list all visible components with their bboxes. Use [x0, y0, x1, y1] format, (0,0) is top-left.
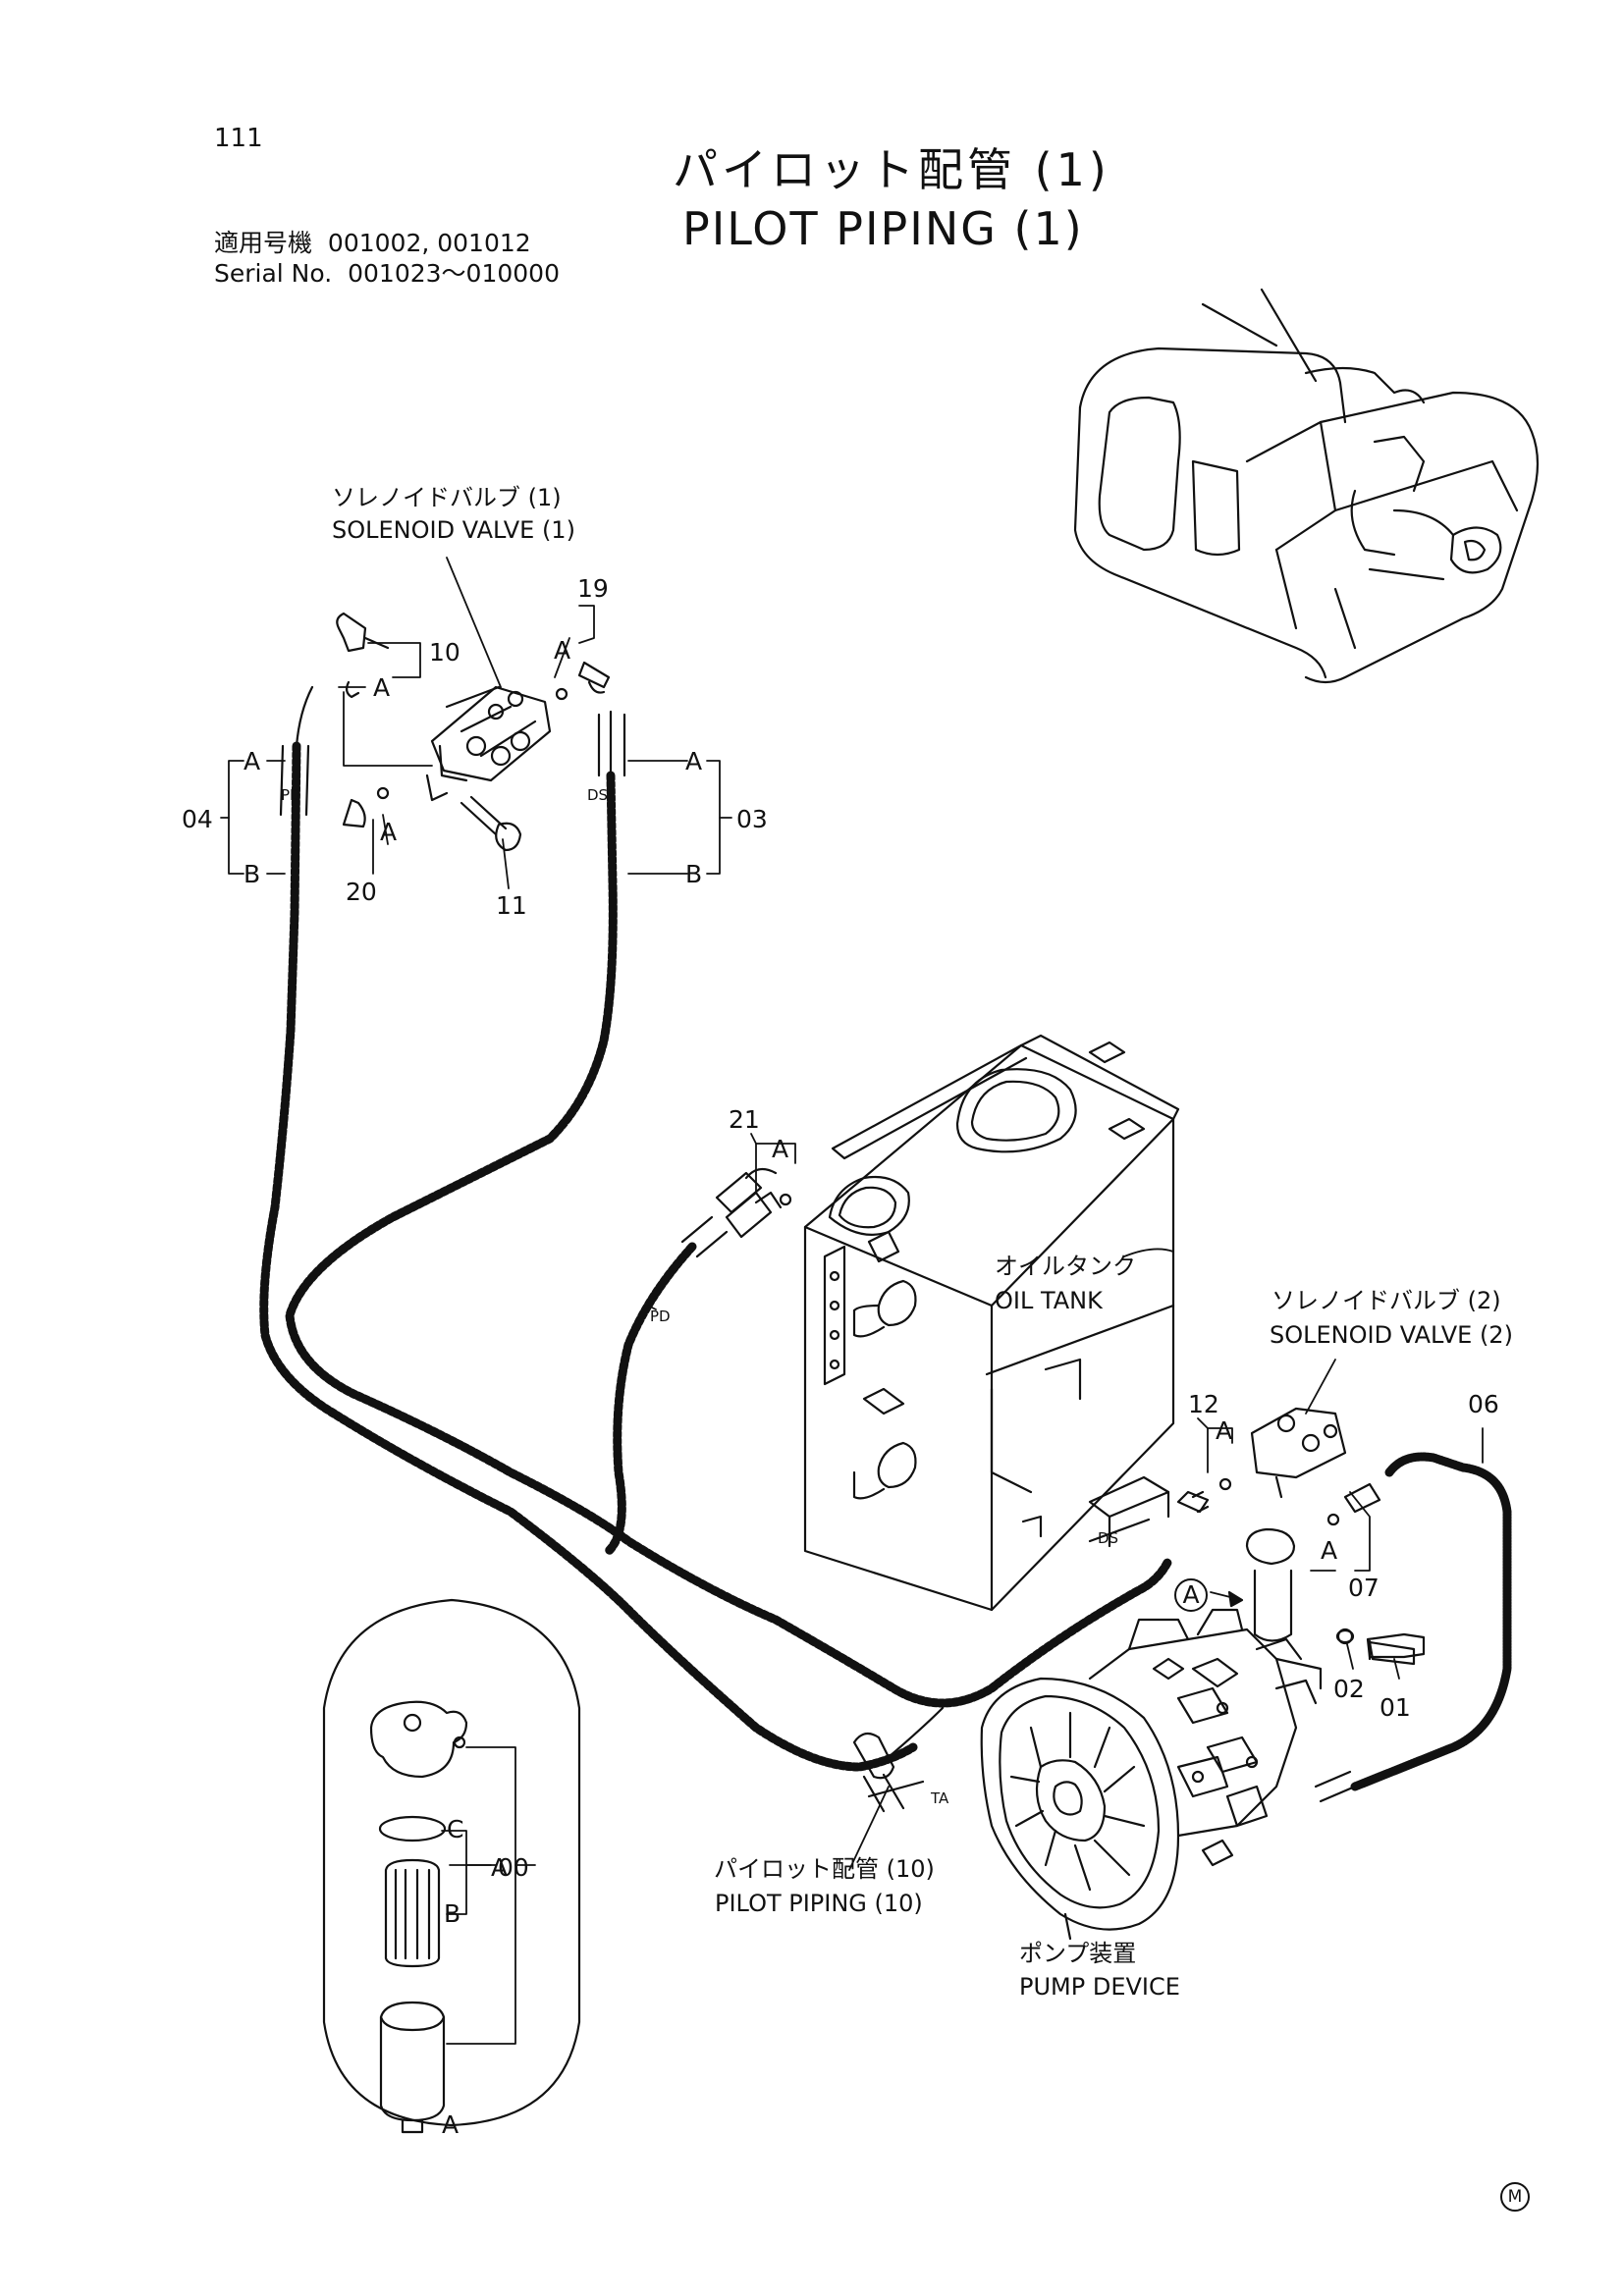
callout-a-hose-04: A	[243, 747, 261, 775]
callout-a-part-12: A	[1216, 1416, 1233, 1445]
port-label-pd-left: PD	[281, 786, 301, 804]
oil-tank-label-jp: オイルタンク	[995, 1253, 1136, 1280]
filter-detail-oval	[322, 1598, 581, 2134]
fitting-21-drawing	[725, 1191, 792, 1239]
callout-b-detail: B	[444, 1899, 461, 1928]
solenoid-valve-2-drawing	[1088, 1407, 1426, 1661]
part-number-10: 10	[429, 638, 460, 667]
solenoid-valve-1-label-jp: ソレノイドバルブ (1)	[332, 484, 562, 511]
callout-a-hose-03: A	[685, 747, 703, 775]
leader-lines	[220, 557, 1484, 2045]
excavator-overview-drawing	[1073, 288, 1540, 684]
solenoid-valve-2-label-jp: ソレノイドバルブ (2)	[1271, 1287, 1501, 1314]
page-number: 111	[214, 124, 263, 153]
callout-b-hose-04: B	[243, 860, 261, 888]
serial-range: 001023～010000	[348, 259, 560, 289]
part-number-12: 12	[1188, 1390, 1219, 1418]
bolt-01-washer-02-drawing	[1335, 1629, 1416, 1666]
applicability-label: 適用号機	[214, 229, 313, 257]
applicability-block: 適用号機 001002, 001012 Serial No. 001023～01…	[214, 228, 560, 290]
serial-label: Serial No.	[214, 259, 333, 289]
port-label-ta: TA	[931, 1789, 949, 1807]
part-number-19: 19	[577, 574, 609, 603]
solenoid-valve-1-drawing	[336, 612, 611, 852]
oil-tank-label-en: OIL TANK	[995, 1287, 1103, 1314]
callout-a-detail-bottom: A	[442, 2110, 460, 2139]
port-label-pd-tank: PD	[650, 1308, 671, 1325]
part-number-11: 11	[496, 891, 527, 920]
footer-m-mark: M	[1500, 2182, 1530, 2212]
page-title-japanese: パイロット配管 (1)	[673, 143, 1110, 196]
solenoid-valve-2-label-en: SOLENOID VALVE (2)	[1270, 1321, 1513, 1349]
hose-pd-tank	[604, 1167, 778, 1556]
part-number-21: 21	[729, 1105, 760, 1134]
callout-b-hose-03: B	[685, 860, 703, 888]
callout-a-part-19: A	[554, 636, 571, 665]
part-number-20: 20	[346, 878, 377, 906]
part-number-04: 04	[182, 805, 213, 833]
oil-tank-drawing	[803, 1034, 1180, 1612]
part-number-00: 00	[498, 1853, 529, 1882]
part-number-06: 06	[1468, 1390, 1499, 1418]
pilot-piping-10-label-en: PILOT PIPING (10)	[715, 1890, 923, 1917]
hose-04	[259, 685, 918, 1772]
callout-c-detail: C	[447, 1815, 464, 1843]
callout-a-detail: A	[491, 1853, 509, 1882]
part-number-02: 02	[1333, 1675, 1365, 1703]
pump-device-drawing	[980, 1608, 1323, 1941]
port-label-ds-right: DS	[587, 786, 609, 804]
port-label-ds-tank: DS	[1098, 1529, 1119, 1547]
pilot-piping-10-label-jp: パイロット配管 (10)	[714, 1855, 935, 1883]
pump-device-label-en: PUMP DEVICE	[1019, 1973, 1180, 2001]
callout-a-part-20: A	[380, 818, 398, 846]
pipe-06	[1314, 1452, 1512, 1803]
part-number-03: 03	[736, 805, 768, 833]
page-title-english: PILOT PIPING (1)	[682, 202, 1084, 255]
part-number-01: 01	[1380, 1693, 1411, 1722]
solenoid-valve-1-label-en: SOLENOID VALVE (1)	[332, 516, 575, 544]
callout-a-filter-pointer: A	[1174, 1578, 1208, 1612]
callout-a-part-21: A	[772, 1135, 789, 1163]
pump-device-label-jp: ポンプ装置	[1019, 1940, 1137, 1967]
callout-a-part-07: A	[1321, 1536, 1338, 1565]
part-number-07: 07	[1348, 1574, 1380, 1602]
clamp-ta-drawing	[852, 1706, 945, 1813]
callout-a-part-10: A	[373, 673, 391, 702]
hose-03	[285, 710, 1173, 1708]
applicable-models: 001002, 001012	[327, 229, 531, 257]
